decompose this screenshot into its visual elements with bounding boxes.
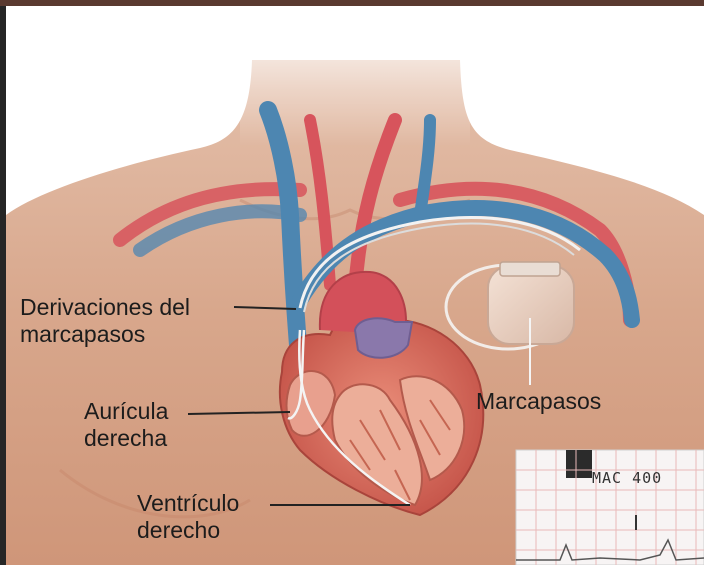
label-line: derecho — [137, 517, 239, 544]
label-line: marcapasos — [20, 321, 190, 348]
label-line: Ventrículo — [137, 490, 239, 517]
label-line: Derivaciones del — [20, 294, 190, 321]
ecg-device-text: MAC 400 — [592, 469, 662, 487]
label-line: Aurícula — [84, 398, 168, 425]
label-pacemaker: Marcapasos — [476, 388, 601, 415]
top-edge — [0, 0, 704, 6]
label-line: derecha — [84, 425, 168, 452]
ecg-strip — [516, 450, 704, 565]
ecg-clip — [566, 450, 592, 478]
device-header — [500, 262, 560, 276]
label-right-ventricle: Ventrículo derecho — [137, 490, 239, 544]
label-pacemaker-leads: Derivaciones del marcapasos — [20, 294, 190, 348]
label-right-atrium: Aurícula derecha — [84, 398, 168, 452]
